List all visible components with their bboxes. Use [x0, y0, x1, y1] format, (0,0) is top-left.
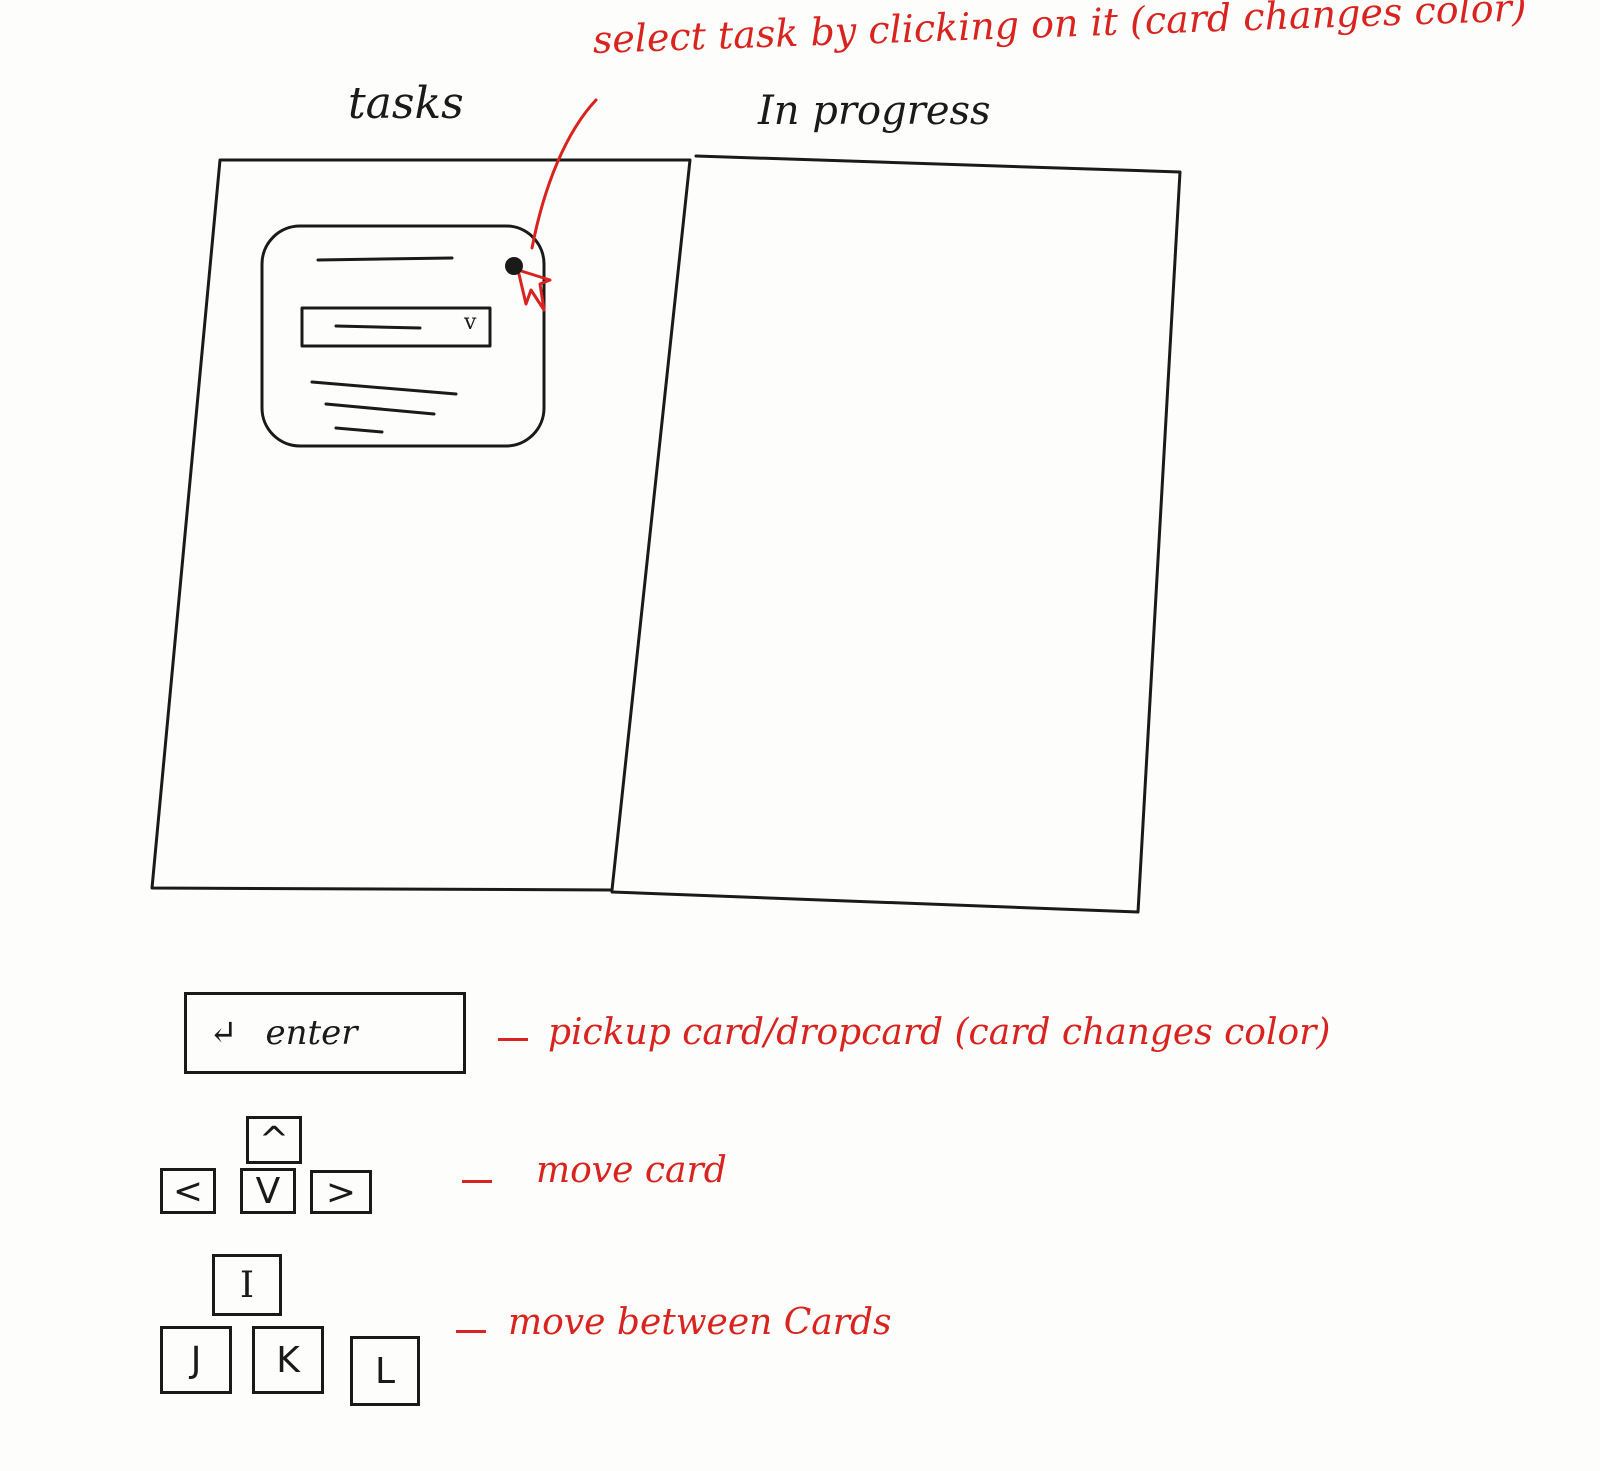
enter-key[interactable]: ↵ enter: [184, 992, 466, 1074]
column-title-in-progress: In progress: [758, 88, 991, 134]
key-arrow-left[interactable]: <: [160, 1168, 216, 1214]
key-arrow-right[interactable]: >: [310, 1170, 372, 1214]
key-j[interactable]: J: [160, 1326, 232, 1394]
task-card: [260, 224, 546, 448]
annotation-move-between-cards: move between Cards: [508, 1302, 892, 1343]
annotation-pickup-drop: pickup card/dropcard (card changes color…: [548, 1012, 1331, 1053]
chevron-down-icon: v: [464, 310, 477, 335]
enter-key-label: enter: [265, 1013, 358, 1053]
select-dot-icon: [505, 257, 523, 275]
key-i[interactable]: I: [212, 1254, 282, 1316]
in-progress-column: [610, 154, 1182, 914]
cursor-icon: [516, 268, 552, 312]
return-arrow-icon: ↵: [209, 1013, 238, 1053]
key-arrow-up[interactable]: ^: [246, 1116, 302, 1164]
annotation-pointer-line: [530, 98, 598, 250]
tasks-column: [150, 158, 692, 892]
card-dropdown: [300, 306, 492, 348]
key-l[interactable]: L: [350, 1336, 420, 1406]
key-k[interactable]: K: [252, 1326, 324, 1394]
annotation-move-card: move card: [536, 1150, 727, 1191]
column-title-tasks: tasks: [348, 78, 464, 129]
key-arrow-down[interactable]: V: [240, 1168, 296, 1214]
